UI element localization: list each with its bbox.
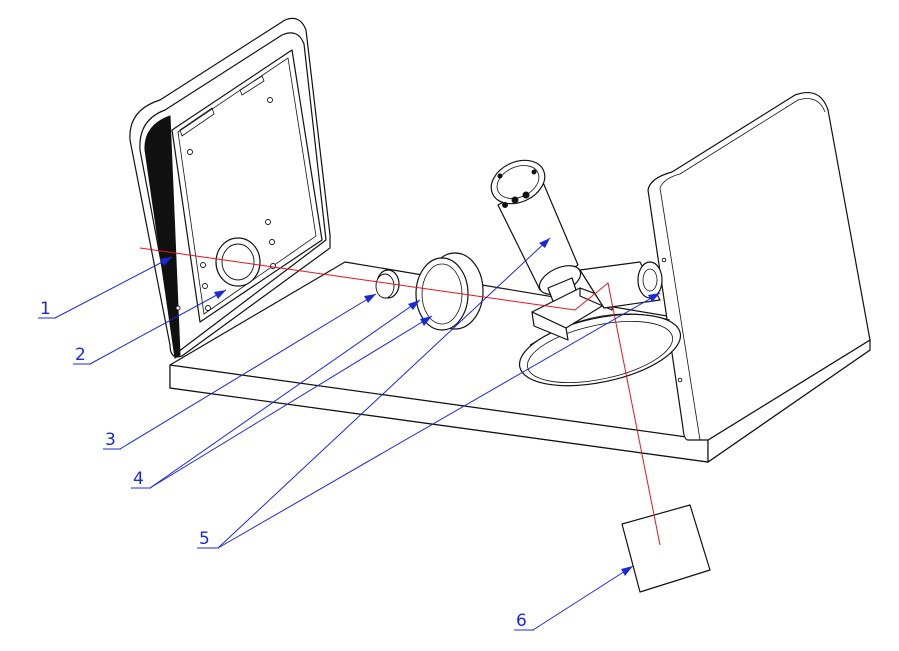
left-frame (129, 17, 331, 359)
callout-label-1: 1 (40, 299, 51, 319)
callout-6: 6 (514, 565, 634, 631)
callout-2: 2 (73, 289, 227, 365)
large-lens (415, 252, 484, 331)
callout-3: 3 (103, 293, 377, 450)
mount-arm (579, 261, 663, 309)
callout-label-4: 4 (133, 469, 144, 489)
callout-label-2: 2 (75, 345, 86, 365)
callout-4: 4 (131, 299, 433, 489)
callout-5: 5 (197, 237, 661, 549)
detector-cylinder (490, 159, 582, 305)
callout-label-3: 3 (105, 430, 116, 450)
detector-box (621, 504, 711, 593)
callout-label-5: 5 (199, 529, 210, 549)
laser-beam (139, 247, 661, 546)
small-lens (375, 269, 400, 299)
callout-1: 1 (38, 256, 173, 319)
callout-label-6: 6 (516, 611, 527, 631)
right-frame (647, 91, 871, 441)
